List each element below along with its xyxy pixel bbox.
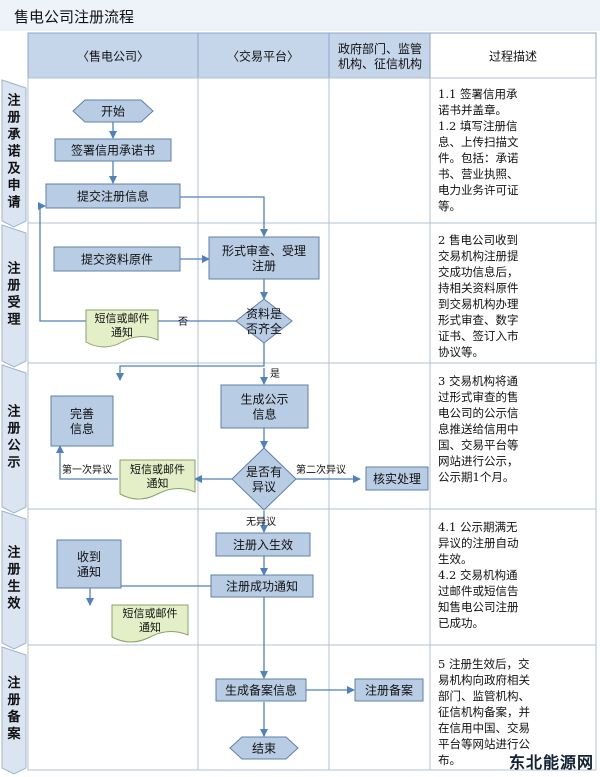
record-box: [354, 678, 424, 702]
description-4: 4.1 公示期满无 异议的注册自动 生效。 4.2 交易机构通 过邮件或短信告 …: [438, 520, 519, 630]
start-label: 开始: [101, 104, 125, 118]
notify3-document: [111, 604, 189, 643]
stage-tab-1: [1, 79, 27, 228]
edge-label-second-objection: 第二次异议: [296, 463, 346, 476]
verify-box: [365, 466, 429, 491]
stage-label-5: 注册备案: [6, 675, 21, 742]
edge-label-no-objection: 无异议: [246, 516, 276, 528]
notify1-document: [85, 309, 159, 348]
watermark: 东北能源网: [508, 753, 594, 772]
success_notice-label: 注册成功通知: [226, 578, 298, 593]
objection_q-label: 是否有异议: [246, 465, 282, 494]
description-1: 1.1 签署信用承 诺书并盖章。 1.2 填写注册信 息、上传扫描文 件。包括：…: [438, 87, 519, 213]
gen_record-box: [215, 678, 307, 702]
review-box: [208, 236, 320, 280]
start-terminator: [72, 99, 154, 123]
notify2-document: [119, 459, 196, 500]
complete_q-label: 资料是否齐全: [246, 307, 282, 336]
column-header-1: 〈售电公司〉: [77, 48, 149, 63]
stage-tab-5: [1, 646, 27, 775]
objection_q-decision: [231, 447, 297, 511]
description-3: 3 交易机构将通 过形式审查的售 电公司的公示信 息推送给信用中 国、交易平台等…: [438, 374, 519, 484]
edge-label-first-objection: 第一次异议: [62, 463, 112, 476]
stage-tab-2: [1, 224, 27, 368]
stage-label-2: 注册受理: [7, 261, 20, 328]
received-box: [56, 539, 122, 589]
gen_notice-label: 生成公示信息: [240, 392, 288, 421]
submit_orig-label: 提交资料原件: [81, 251, 153, 266]
gen_notice-box: [220, 384, 309, 429]
description-5: 5 注册生效后，交 易机构向政府相关 部门、监管机构、 征信机构备案，并 在信用…: [438, 657, 530, 767]
page-title: 售电公司注册流程: [14, 8, 134, 26]
effective-box: [215, 532, 311, 557]
connector-7: [116, 343, 265, 381]
effective-label: 注册入生效: [233, 537, 293, 552]
connector-15: [86, 585, 211, 606]
connector-3: [180, 196, 268, 237]
stage-tab-4: [1, 510, 27, 650]
connector-11: [56, 445, 118, 480]
end-terminator: [229, 736, 299, 760]
improve-box: [50, 395, 114, 447]
stage-label-4: 注册生效: [7, 545, 21, 612]
stage-label-1: 注册承诺及申请: [7, 93, 21, 211]
complete_q-decision: [235, 298, 293, 344]
submit-box: [45, 183, 181, 209]
column-header-2: 〈交易平台〉: [227, 48, 299, 63]
improve-label: 完善信息: [70, 406, 94, 436]
stage-label-3: 注册公示: [7, 404, 20, 471]
success_notice-box: [210, 574, 314, 598]
description-2: 2 售电公司收到 交易机构注册提 交成功信息后， 持相关资料原件 到交易机构办理…: [438, 233, 519, 359]
gen_record-label: 生成备案信息: [225, 682, 297, 697]
submit-label: 提交注册信息: [77, 188, 149, 203]
notify2-label: 短信或邮件通知: [130, 462, 185, 490]
stage-tab-3: [1, 364, 27, 514]
submit_orig-box: [53, 246, 181, 272]
verify-label: 核实处理: [373, 471, 421, 486]
edge-label-yes: 是: [270, 368, 280, 380]
record-label: 注册备案: [365, 682, 413, 697]
received-label: 收到通知: [77, 550, 101, 579]
end-label: 结束: [252, 741, 276, 755]
notify1-label: 短信或邮件通知: [95, 311, 150, 339]
column-header-3: 政府部门、监管机构、征信机构: [338, 41, 422, 71]
review-label: 形式审查、受理注册: [222, 243, 306, 273]
edge-label-no: 否: [178, 316, 188, 328]
sign-box: [54, 138, 172, 162]
notify3-label: 短信或邮件通知: [123, 606, 178, 634]
column-header-4: 过程描述: [489, 48, 537, 63]
sign-label: 签署信用承诺书: [71, 142, 155, 157]
